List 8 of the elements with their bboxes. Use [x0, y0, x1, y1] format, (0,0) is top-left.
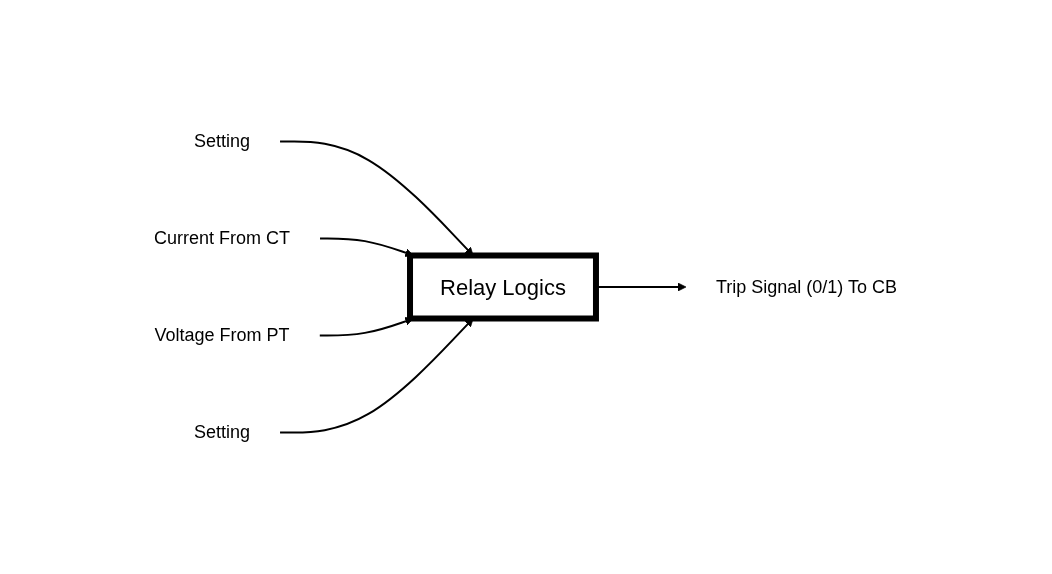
- node-text: Setting: [194, 422, 251, 442]
- node-text: Current From CT: [154, 228, 291, 248]
- node-text: Voltage From PT: [154, 325, 291, 345]
- arrow: [279, 318, 474, 434]
- node-text: Trip Signal (0/1) To CB: [716, 276, 898, 297]
- node-text: Setting: [194, 131, 251, 151]
- node-box: Relay Logics: [407, 252, 600, 322]
- arrow: [279, 140, 474, 256]
